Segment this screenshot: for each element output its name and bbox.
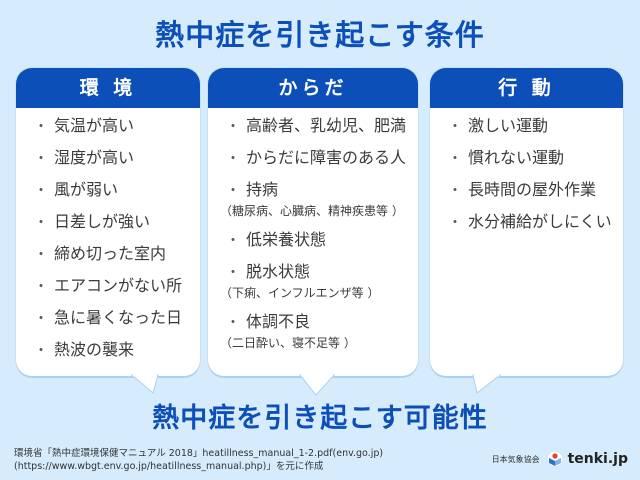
list-item: ・持病（糖尿病、心臓病、精神疾患等 ） [220, 180, 418, 219]
card-body: からだ ・高齢者、乳幼児、肥満 ・からだに障害のある人 ・持病（糖尿病、心臓病、… [208, 68, 418, 376]
list-behavior: ・激しい運動 ・慣れない運動 ・長時間の屋外作業 ・水分補給がしにくい [430, 108, 623, 233]
list-item: ・低栄養状態 [226, 230, 327, 249]
credit: 日本気象協会 tenki.jp [492, 450, 628, 468]
list-item: ・からだに障害のある人 [226, 148, 407, 167]
list-environment: ・気温が高い ・湿度が高い ・風が弱い ・日差しが強い ・締め切った室内 ・エア… [16, 108, 200, 361]
brand-name: tenki.jp [567, 451, 628, 467]
list-item: ・脱水状態（下痢、インフルエンザ等 ） [220, 262, 418, 301]
conclusion-title: 熱中症を引き起こす可能性 [152, 403, 488, 434]
list-item: ・気温が高い [34, 116, 135, 135]
card-behavior: 行 動 ・激しい運動 ・慣れない運動 ・長時間の屋外作業 ・水分補給がしにくい [430, 68, 623, 376]
list-item: ・風が弱い [34, 180, 119, 199]
list-body: ・高齢者、乳幼児、肥満 ・からだに障害のある人 ・持病（糖尿病、心臓病、精神疾患… [208, 108, 418, 351]
list-item: ・体調不良（二日酔い、寝不足等 ） [220, 312, 418, 351]
org-name: 日本気象協会 [491, 454, 540, 464]
list-item: ・締め切った室内 [34, 244, 167, 263]
list-item: ・熱波の襲来 [34, 340, 135, 359]
list-item: ・慣れない運動 [448, 148, 565, 167]
list-item-note: （下痢、インフルエンザ等 ） [220, 286, 380, 300]
source-citation: 環境省「熱中症環境保健マニュアル 2018」heatillness_manual… [14, 448, 384, 472]
card-header-environment: 環 境 [16, 68, 200, 108]
list-item: ・激しい運動 [448, 116, 549, 135]
list-item: ・エアコンがない所 [34, 276, 183, 295]
list-item: ・水分補給がしにくい [448, 212, 612, 231]
list-item-note: （二日酔い、寝不足等 ） [220, 336, 356, 350]
tenki-logo-icon [546, 450, 564, 468]
list-item: ・急に暑くなった日 [34, 308, 183, 327]
card-environment: 環 境 ・気温が高い ・湿度が高い ・風が弱い ・日差しが強い ・締め切った室内… [16, 68, 200, 376]
list-item: ・湿度が高い [34, 148, 135, 167]
page-title: 熱中症を引き起こす条件 [155, 18, 485, 52]
list-item-note: （糖尿病、心臓病、精神疾患等 ） [220, 204, 404, 218]
list-item: ・高齢者、乳幼児、肥満 [226, 116, 407, 135]
list-item: ・日差しが強い [34, 212, 151, 231]
card-header-body: からだ [208, 68, 418, 108]
list-item: ・長時間の屋外作業 [448, 180, 597, 199]
card-header-behavior: 行 動 [430, 68, 623, 108]
